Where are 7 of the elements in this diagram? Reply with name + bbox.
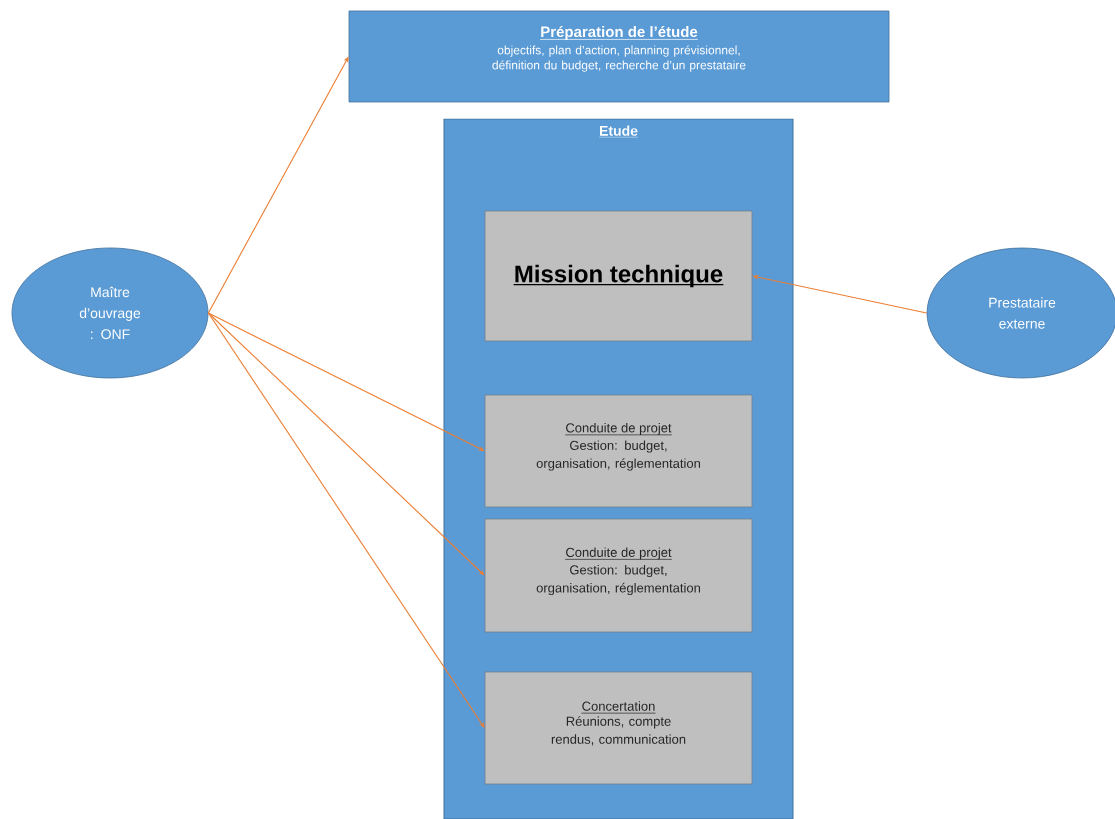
arrow	[207, 312, 485, 576]
process-box: Préparation de l’étude objectifs, plan d’action, planning prévisionnel, définition du budget, recherche d’un prestataire	[348, 10, 890, 103]
task-box: Concertation Réunions, compte rendus, communication	[484, 671, 753, 785]
task-box: Conduite de projet Gestion: budget, organisation, réglementation	[484, 394, 753, 508]
task-box: Mission technique	[484, 210, 753, 342]
arrow	[207, 312, 485, 728]
task-box: Conduite de projet Gestion: budget, organisation, réglementation	[484, 518, 753, 633]
